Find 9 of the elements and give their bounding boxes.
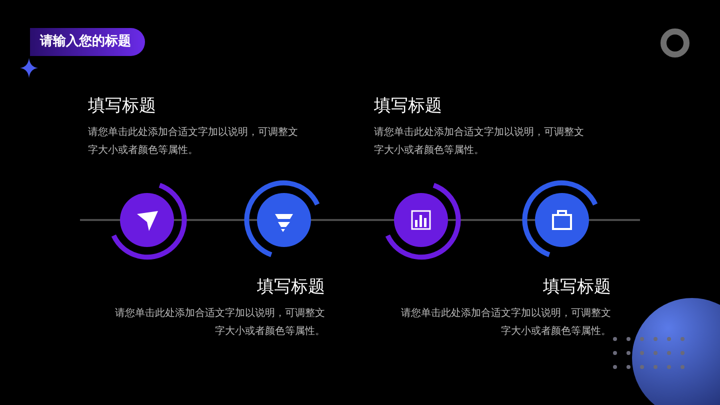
description-text: 请您单击此处添加合适文字加以说明，可调整文字大小或者颜色等属性。 [374,126,585,158]
item-heading: 填写标题 [543,277,611,297]
slide-title: 请输入您的标题 [30,28,145,56]
description-text: 请您单击此处添加合适文字加以说明，可调整文字大小或者颜色等属性。 [114,306,325,339]
item-heading: 填写标题 [257,277,325,297]
item-heading: 填写标题 [88,96,156,116]
description-text: 请您单击此处添加合适文字加以说明，可调整文字大小或者颜色等属性。 [88,126,299,158]
description-text: 请您单击此处添加合适文字加以说明，可调整文字大小或者颜色等属性。 [400,306,611,339]
item-heading: 填写标题 [374,96,442,116]
